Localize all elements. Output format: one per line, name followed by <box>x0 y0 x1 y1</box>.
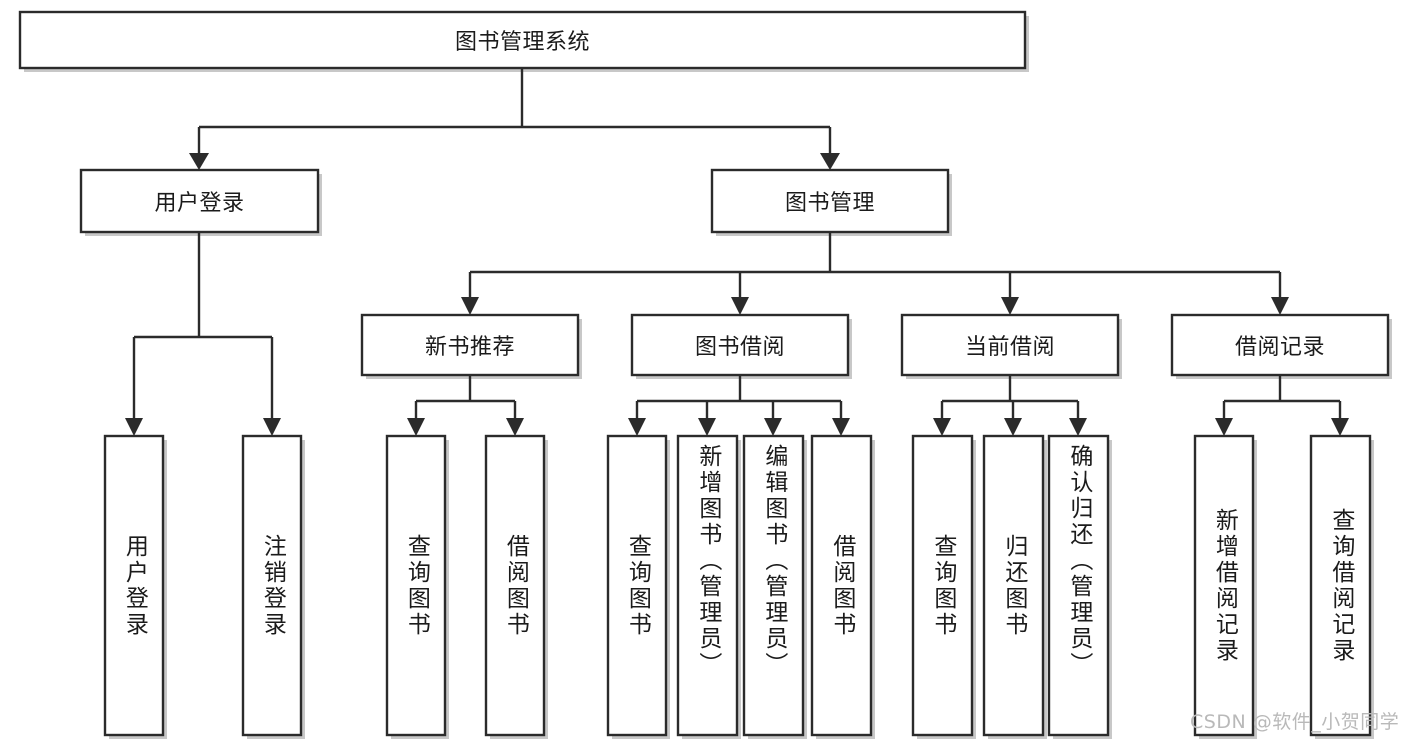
node-leaf-8[interactable] <box>911 434 974 737</box>
node-level3-3[interactable] <box>1170 313 1390 377</box>
node-level2-0[interactable] <box>79 168 320 234</box>
node-boxes <box>18 10 1390 737</box>
node-leaf-11[interactable] <box>1193 434 1255 737</box>
node-leaf-4[interactable] <box>606 434 668 737</box>
node-leaf-6[interactable] <box>742 434 805 737</box>
node-leaf-9[interactable] <box>982 434 1045 737</box>
node-leaf-1[interactable] <box>241 434 303 737</box>
node-leaf-2[interactable] <box>385 434 447 737</box>
node-level3-1[interactable] <box>630 313 850 377</box>
node-leaf-12[interactable] <box>1309 434 1372 737</box>
node-leaf-10[interactable] <box>1047 434 1110 737</box>
node-leaf-3[interactable] <box>484 434 546 737</box>
node-level2-1[interactable] <box>710 168 950 234</box>
node-leaf-5[interactable] <box>676 434 739 737</box>
node-leaf-7[interactable] <box>810 434 873 737</box>
node-level3-2[interactable] <box>900 313 1120 377</box>
connector-arrowheads <box>125 153 1349 436</box>
node-level3-0[interactable] <box>360 313 580 377</box>
connector-lines <box>132 68 1342 418</box>
csdn-watermark: CSDN @软件_小贺同学 <box>1190 711 1400 733</box>
node-root[interactable] <box>18 10 1027 70</box>
node-leaf-0[interactable] <box>103 434 165 737</box>
